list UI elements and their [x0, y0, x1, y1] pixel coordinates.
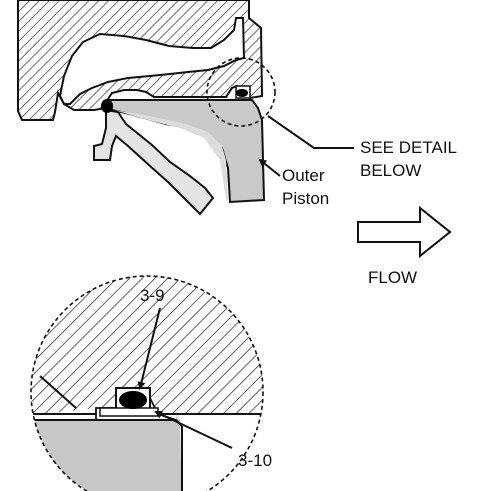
see-detail-label-line1: SEE DETAIL — [360, 138, 457, 157]
see-detail-leader — [267, 115, 354, 149]
callout-3-9-label: 3-9 — [140, 286, 165, 305]
inner-piston — [93, 108, 215, 216]
upper-oring-icon — [236, 89, 248, 97]
flow-arrow-icon — [357, 205, 452, 259]
callout-3-10-leader — [154, 410, 233, 449]
detail-view-boundary — [30, 275, 264, 491]
detail-oring-icon — [119, 391, 147, 409]
detail-callout-circle — [206, 57, 276, 127]
callout-3-9-leader — [137, 307, 161, 390]
outer-piston-label-line1: Outer — [282, 166, 325, 185]
left-oring-icon — [101, 99, 113, 113]
housing-section — [17, 0, 264, 121]
flow-label: FLOW — [368, 268, 417, 287]
callout-3-10-label: 3-10 — [238, 451, 272, 470]
outer-piston-arrow — [258, 158, 281, 177]
see-detail-label-line2: BELOW — [360, 161, 421, 180]
outer-piston-label-line2: Piston — [282, 189, 329, 208]
backup-ring — [99, 407, 159, 417]
